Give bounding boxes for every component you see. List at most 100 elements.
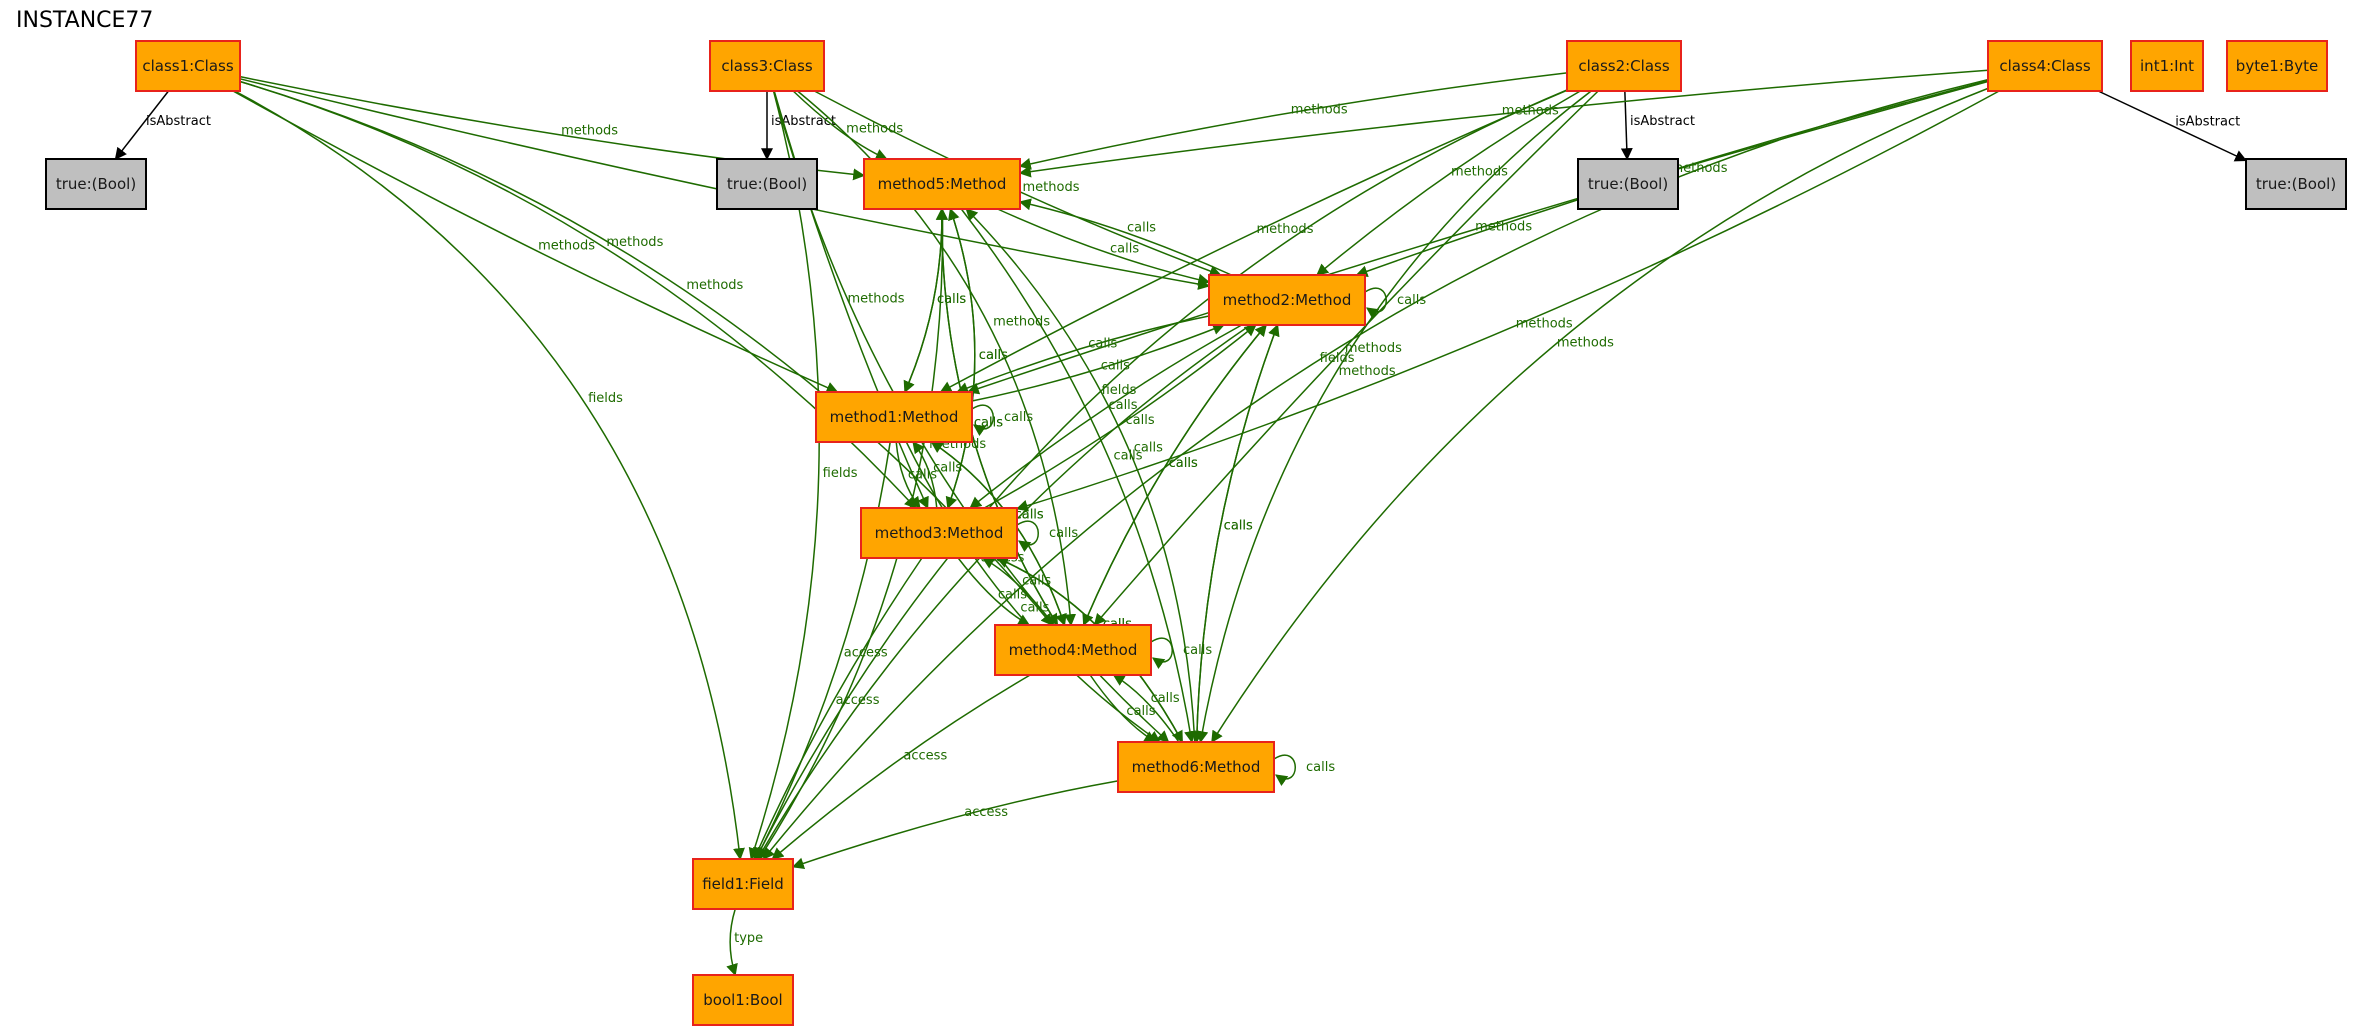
edge-method1-field1: access bbox=[755, 441, 891, 861]
node-true4[interactable]: true:(Bool) bbox=[2245, 158, 2347, 210]
edge-method1-method1: calls bbox=[971, 404, 1033, 437]
node-method4[interactable]: method4:Method bbox=[994, 624, 1152, 676]
edge-line bbox=[114, 90, 170, 160]
edge-line bbox=[971, 323, 1225, 402]
edge-label: calls bbox=[1101, 358, 1130, 373]
edge-method6-method2: calls bbox=[1195, 323, 1280, 743]
node-int1[interactable]: int1:Int bbox=[2130, 40, 2204, 92]
node-true2[interactable]: true:(Bool) bbox=[1577, 158, 1679, 210]
edge-line bbox=[726, 908, 738, 977]
node-box bbox=[2245, 158, 2347, 210]
edge-class1-method1: methods bbox=[232, 90, 839, 394]
node-label: class1:Class bbox=[142, 57, 233, 75]
edge-label: calls bbox=[1088, 337, 1117, 352]
edge-label: calls bbox=[1224, 519, 1253, 534]
node-label: class4:Class bbox=[1999, 57, 2090, 75]
node-class3[interactable]: class3:Class bbox=[709, 40, 825, 92]
edge-line bbox=[797, 90, 1077, 627]
edge-field1-bool1: type bbox=[726, 908, 763, 977]
diagram-title: INSTANCE77 bbox=[16, 8, 154, 33]
edge-class2-method1: methods bbox=[939, 89, 1568, 393]
node-method3[interactable]: method3:Method bbox=[860, 507, 1018, 559]
edge-class1-method3: methods bbox=[239, 80, 917, 509]
edge-method6-field1: access bbox=[791, 780, 1119, 870]
edge-class4-field1: fields bbox=[762, 78, 1989, 860]
node-method6[interactable]: method6:Method bbox=[1117, 741, 1275, 793]
node-method5[interactable]: method5:Method bbox=[863, 158, 1021, 210]
node-box bbox=[994, 624, 1152, 676]
edge-label: access bbox=[903, 749, 947, 764]
edge-line bbox=[1211, 87, 1989, 744]
edge-class3-method5: methods bbox=[792, 90, 903, 161]
node-box bbox=[863, 158, 1021, 210]
edge-line bbox=[791, 780, 1119, 870]
edge-label: calls bbox=[1134, 441, 1163, 456]
edge-line bbox=[957, 557, 1031, 626]
node-bool1[interactable]: bool1:Bool bbox=[692, 974, 794, 1026]
edge-label: access bbox=[964, 805, 1008, 820]
edge-label: calls bbox=[1127, 221, 1156, 236]
node-box bbox=[716, 158, 818, 210]
edge-label: methods bbox=[561, 123, 618, 138]
edge-method2-method5: calls bbox=[1018, 198, 1232, 276]
node-class1[interactable]: class1:Class bbox=[135, 40, 241, 92]
edge-line bbox=[895, 441, 921, 509]
node-label: method3:Method bbox=[875, 524, 1004, 542]
edge-line bbox=[981, 557, 1055, 626]
edge-label: calls bbox=[1022, 574, 1051, 589]
node-label: method1:Method bbox=[830, 408, 959, 426]
edge-line bbox=[1018, 69, 1989, 178]
edge-line bbox=[969, 324, 1243, 509]
edge-line bbox=[997, 208, 1211, 286]
edge-label: fields bbox=[823, 466, 858, 481]
edge-label: calls bbox=[998, 587, 1027, 602]
edge-label: methods bbox=[1502, 103, 1559, 118]
edge-class2-method5: methods bbox=[1018, 72, 1568, 170]
node-class4[interactable]: class4:Class bbox=[1987, 40, 2103, 92]
edge-line bbox=[762, 78, 1989, 860]
node-box bbox=[1987, 40, 2103, 92]
edge-line bbox=[792, 90, 888, 161]
edge-label: calls bbox=[1113, 449, 1142, 464]
edge-label: calls bbox=[1015, 507, 1044, 522]
edge-line bbox=[1018, 198, 1232, 276]
edge-method4-method2: calls bbox=[1082, 324, 1267, 626]
edge-class4-method1: methods bbox=[966, 80, 1989, 395]
edge-method3-field1: access bbox=[753, 557, 923, 861]
node-label: method2:Method bbox=[1223, 291, 1352, 309]
nodes-layer: class1:Class class3:Class class2:Class clas… bbox=[45, 40, 2347, 1026]
edge-label: methods bbox=[848, 292, 905, 307]
edge-label: methods bbox=[606, 235, 663, 250]
edge-line bbox=[971, 404, 994, 437]
edge-label: methods bbox=[1451, 165, 1508, 180]
edge-method3-method2: calls bbox=[983, 324, 1257, 509]
node-true1[interactable]: true:(Bool) bbox=[45, 158, 147, 210]
edge-method3-method3: calls bbox=[1016, 520, 1078, 553]
edge-line bbox=[1196, 90, 1592, 744]
edge-method4-method6: calls bbox=[1089, 674, 1157, 743]
node-box bbox=[692, 858, 794, 910]
edge-class2-method6: methods bbox=[1196, 90, 1592, 744]
edge-label: calls bbox=[1126, 704, 1155, 719]
edge-line bbox=[239, 80, 917, 509]
node-method2[interactable]: method2:Method bbox=[1208, 274, 1366, 326]
node-box bbox=[860, 507, 1018, 559]
node-byte1[interactable]: byte1:Byte bbox=[2226, 40, 2328, 92]
edge-line bbox=[755, 441, 891, 861]
node-field1[interactable]: field1:Field bbox=[692, 858, 794, 910]
node-method1[interactable]: method1:Method bbox=[815, 391, 973, 443]
node-true3[interactable]: true:(Bool) bbox=[716, 158, 818, 210]
edge-label: methods bbox=[686, 278, 743, 293]
edge-label: methods bbox=[846, 121, 903, 136]
node-box bbox=[1577, 158, 1679, 210]
node-class2[interactable]: class2:Class bbox=[1566, 40, 1682, 92]
edge-label: access bbox=[844, 646, 888, 661]
edge-class2-method2: methods bbox=[1316, 90, 1581, 276]
edge-method5-method2: calls bbox=[997, 208, 1211, 286]
node-label: class3:Class bbox=[721, 57, 812, 75]
edge-method3-method5: calls bbox=[947, 207, 1008, 509]
edge-label: isAbstract bbox=[2175, 114, 2240, 129]
edge-line bbox=[771, 674, 1031, 860]
edge-label: calls bbox=[1108, 398, 1137, 413]
node-label: true:(Bool) bbox=[727, 175, 807, 193]
